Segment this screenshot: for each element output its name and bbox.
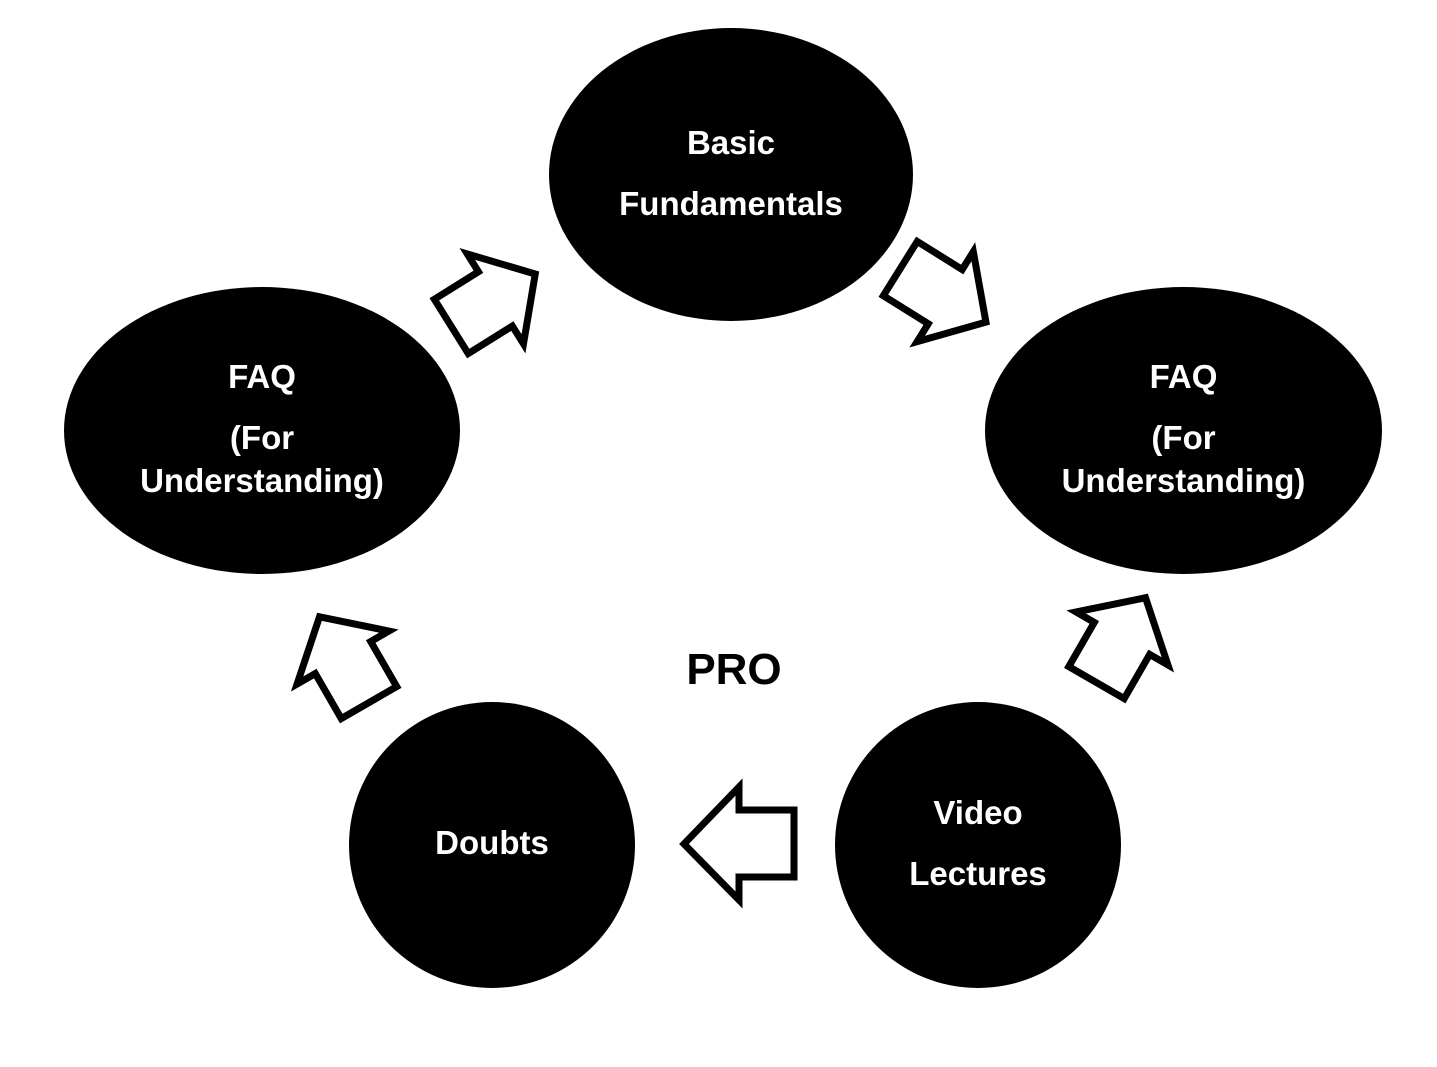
node-faq-right: FAQ (For Understanding) (985, 287, 1382, 574)
node-faq-left-line3: Understanding) (140, 462, 384, 499)
node-faq-left-line2: (For (229, 419, 295, 456)
node-video-line2: Lectures (909, 855, 1047, 892)
node-faq-right-line3: Understanding) (1061, 462, 1306, 499)
node-doubts: Doubts (349, 702, 635, 988)
node-basic-line2: Fundamentals (619, 185, 843, 222)
node-basic-line1: Basic (686, 124, 776, 161)
node-doubts-line1: Doubts (435, 824, 549, 861)
node-faq-left-line1: FAQ (228, 358, 296, 395)
center-label: PRO (686, 645, 782, 694)
node-video-lectures: Video Lectures (835, 702, 1121, 988)
arrow-right-icon (679, 778, 798, 909)
arrow-lower-right-icon (1064, 593, 1175, 704)
node-faq-left: FAQ (For Understanding) (64, 287, 460, 574)
arrow-upper-right-icon (878, 236, 990, 348)
arrow-upper-left-icon (429, 247, 540, 359)
node-faq-right-line1: FAQ (1149, 358, 1218, 395)
node-video-line1: Video (933, 794, 1023, 831)
node-basic-fundamentals: Basic Fundamentals (549, 28, 913, 321)
node-faq-right-line2: (For (1151, 419, 1216, 456)
arrow-lower-left-icon (290, 612, 402, 724)
